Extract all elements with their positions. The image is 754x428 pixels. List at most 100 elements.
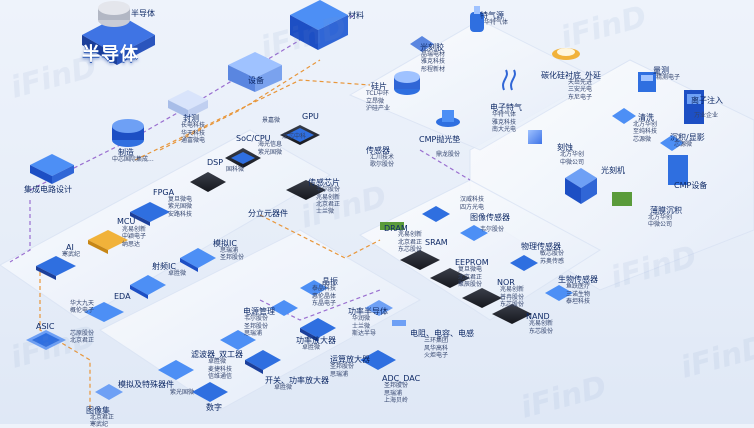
company-label: 北京君正 <box>458 274 483 281</box>
company-label: 中颖电子 <box>122 233 147 240</box>
company-label: 长电科技 <box>181 122 206 129</box>
company-label: 东芯股份 <box>398 246 423 253</box>
company-label: 上海贝岭 <box>384 397 409 404</box>
company-label: 圣邦股份 <box>330 363 355 370</box>
company-label: 圣邦股份 <box>384 382 409 389</box>
company-label: 北京君正 <box>90 414 115 421</box>
company-label: 海光信息 <box>258 141 283 148</box>
company-label: 北方华创 <box>648 214 673 221</box>
node-label-camera: 图像集 <box>86 406 110 415</box>
company-label: 苏奥传感 <box>540 258 565 265</box>
company-label: 国科微 <box>226 166 245 173</box>
material-platform <box>348 19 602 151</box>
material-items <box>394 6 580 127</box>
company-label: 兆易创新 <box>500 286 525 293</box>
company-label: 兆易创新 <box>122 226 147 233</box>
company-label: 信维通信 <box>208 373 233 380</box>
company-label: 雅克科技 <box>492 119 517 126</box>
company-label: 北方华创 <box>560 151 585 158</box>
company-label: 立昂微 <box>366 98 385 105</box>
company-label: 思瑞浦 <box>384 390 403 397</box>
equipment-items <box>528 72 704 206</box>
node-label-eeprom: EEPROM <box>455 258 489 267</box>
company-label: 兆易创新 <box>398 231 423 238</box>
company-label: 兆易创新 <box>316 194 341 201</box>
company-label: 至纯科技 <box>633 128 658 135</box>
node-label-cmp_poly: CMP抛光垫 <box>419 135 461 144</box>
node-label-biosensor: 生物传感器 <box>558 275 598 284</box>
node-label-probe: 量测 <box>653 66 669 75</box>
company-label: 景嘉微 <box>262 117 281 124</box>
node-label-physensor: 物理传感器 <box>521 242 561 251</box>
company-label: 士兰微 <box>352 323 371 330</box>
company-label: 晶瑞电材 <box>421 51 446 58</box>
memory-chips <box>286 180 573 324</box>
node-label-power_amp: 功率放大器 <box>296 336 336 345</box>
node-label-deposit: 沉积/显影 <box>670 133 705 142</box>
node-label-equipment: 设备 <box>248 76 264 85</box>
node-label-power_mgmt: 电源管理 <box>243 307 275 316</box>
node-label-sram: SRAM <box>425 238 448 247</box>
node-label-adc_dac: ADC_DAC <box>382 374 421 383</box>
company-label: 三诺生物 <box>566 291 591 298</box>
node-label-package: 封测 <box>183 114 199 123</box>
company-label: 北方华创 <box>633 121 658 128</box>
company-label: 三安光电 <box>568 86 593 93</box>
title-logo: 半导体 <box>82 44 139 65</box>
node-label-litho: 光刻机 <box>601 166 625 175</box>
company-label: 泰晶科技 <box>312 285 337 292</box>
company-label: 北京君正 <box>316 201 341 208</box>
company-label: 火炬电子 <box>424 352 449 359</box>
node-label-soc: SoC/CPU <box>236 134 271 143</box>
node-label-sensor: 传感器 <box>366 146 390 155</box>
node-label-manufacture: 制造 <box>118 148 134 157</box>
company-label: 华大九天 <box>70 300 95 307</box>
node-label-fpga: FPGA <box>153 188 175 197</box>
material-icon <box>290 0 348 50</box>
node-label-mcu: MCU <box>117 217 136 226</box>
node-label-cmp_eq: CMP设备 <box>674 181 708 190</box>
memory-platform <box>358 179 601 321</box>
node-label-crystal: 晶振 <box>322 277 338 286</box>
company-label: 复旦微电 <box>458 266 483 273</box>
company-label: 韦尔股份 <box>244 315 269 322</box>
company-label: 韦尔股份 <box>316 186 341 193</box>
node-label-nor: NOR <box>497 278 515 287</box>
node-label-ai: AI <box>66 243 74 252</box>
company-label: 雅克科技 <box>421 58 446 65</box>
company-label: 卓胜微 <box>302 344 321 351</box>
node-label-cleaning: 清洗 <box>638 113 654 122</box>
company-label: 概伦电子 <box>70 307 95 314</box>
company-label: 麦捷科技 <box>208 366 233 373</box>
node-label-special_gas: 特气源 <box>480 11 504 20</box>
company-label: 风华高科 <box>424 345 449 352</box>
manufacture-icon <box>112 119 144 147</box>
node-label-mixed: 模拟及特殊器件 <box>118 380 174 389</box>
company-label: 安路科技 <box>168 211 193 218</box>
node-label-switch: 开关、功率放大器 <box>265 376 329 385</box>
node-label-semi: 半导体 <box>131 9 155 18</box>
node-label-power_semi: 功率半导体 <box>348 307 388 316</box>
node-label-asic: ASIC <box>36 322 55 331</box>
equipment-icon <box>228 52 282 92</box>
company-label: 中微公司 <box>560 159 585 166</box>
company-label: 歌尔股份 <box>370 161 395 168</box>
company-label: 中芯国际集成... <box>112 156 154 163</box>
node-label-filter: 滤波器_双工器 <box>191 350 243 359</box>
company-label: 通富微电 <box>181 137 206 144</box>
company-label: 北京君正 <box>398 239 423 246</box>
company-label: 圣邦股份 <box>220 254 245 261</box>
node-label-etch_gas: 电子特气 <box>490 103 522 112</box>
company-label: 东尼电子 <box>568 94 593 101</box>
node-label-coating: 薄膜沉积 <box>650 206 682 215</box>
company-label: 思瑞浦 <box>330 371 349 378</box>
node-label-rlc: 电阻、电容、电感 <box>410 329 474 338</box>
company-label: 紫光国微 <box>168 203 193 210</box>
company-label: 普冉股份 <box>500 294 525 301</box>
company-label: 四方光电 <box>460 204 485 211</box>
node-label-eda: EDA <box>114 292 131 301</box>
company-label: 沪硅产业 <box>366 105 391 112</box>
node-label-ion: 离子注入 <box>691 96 723 105</box>
company-label: 寒武纪 <box>62 251 81 258</box>
company-label: 三环集团 <box>424 337 449 344</box>
